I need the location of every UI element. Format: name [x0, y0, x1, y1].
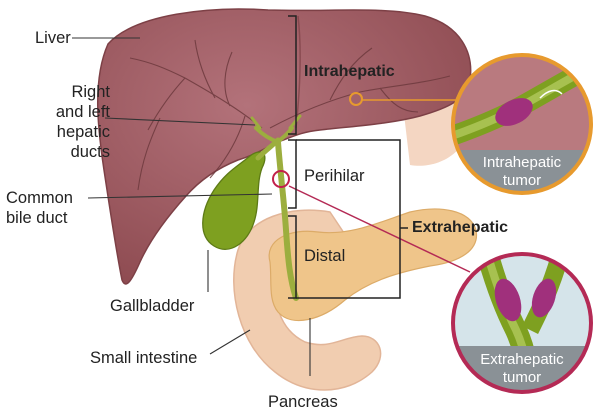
intrahepatic-duct-branches: [129, 39, 451, 191]
gallbladder-label: Gallbladder: [110, 297, 195, 315]
liver-label: Liver: [35, 29, 71, 47]
intrahepatic-tumor-caption-line-2: tumor: [502, 172, 542, 189]
pancreas-label: Pancreas: [268, 393, 338, 411]
gallbladder-shape: [202, 151, 266, 250]
pancreas-shape: [268, 208, 478, 322]
bile-duct-tree: [250, 114, 302, 301]
extrahepatic-tumor-caption: Extrahepatic tumor: [460, 351, 584, 387]
intrahepatic-section-label: Intrahepatic: [304, 63, 395, 80]
perihilar-section-label: Perihilar: [304, 167, 365, 185]
common-bile-duct-line-1: Common: [6, 189, 73, 207]
intrahepatic-tumor-marker: [349, 92, 363, 106]
extrahepatic-section-label: Extrahepatic: [412, 219, 509, 236]
intrahepatic-tumor-caption: Intrahepatic tumor: [462, 154, 582, 190]
extrahepatic-tumor-caption-line-2: tumor: [502, 369, 542, 386]
hepatic-ducts-line-1: Right: [71, 83, 110, 101]
distal-section-label: Distal: [304, 247, 346, 265]
hepatic-ducts-line-2: and left: [55, 103, 110, 122]
extrahepatic-tumor-caption-line-1: Extrahepatic: [480, 351, 564, 368]
intrahepatic-tumor-caption-line-1: Intrahepatic: [482, 154, 562, 171]
intrahepatic-tumor-inset: [451, 53, 593, 195]
leader-lines: [72, 37, 311, 376]
hepatic-ducts-line-4: ducts: [70, 143, 110, 162]
common-bile-duct-label: Common bile duct: [6, 188, 73, 228]
small-intestine-label: Small intestine: [90, 349, 198, 367]
liver-shape: [97, 8, 472, 285]
hepatic-ducts-label: Right and left hepatic ducts: [20, 82, 110, 163]
perihilar-tumor-marker: [272, 170, 290, 188]
section-brackets: [288, 15, 408, 299]
hepatic-ducts-line-3: hepatic: [56, 123, 110, 142]
common-bile-duct-line-2: bile duct: [6, 209, 68, 228]
